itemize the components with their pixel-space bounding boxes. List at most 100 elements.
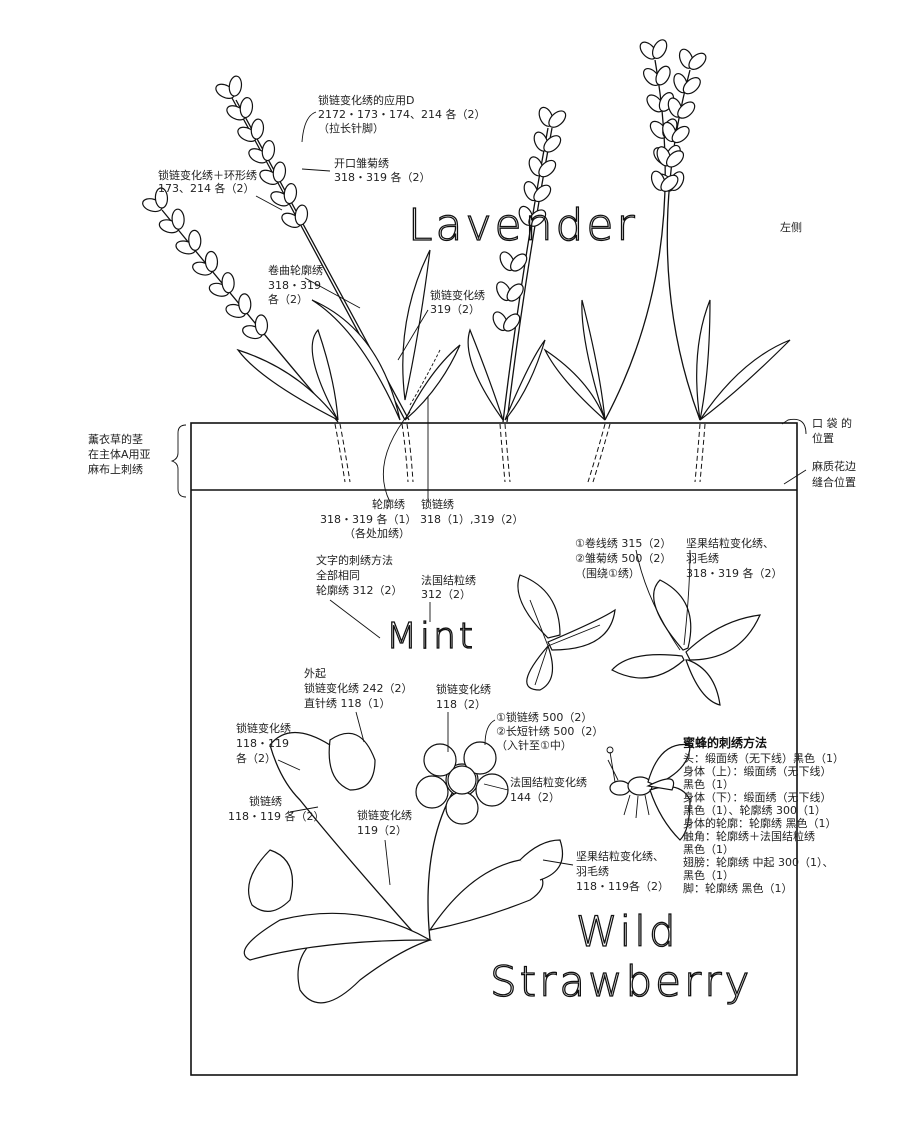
label-line: 各（2） [268,292,308,306]
wild-title: Wild [576,907,679,956]
strawberry-plant [243,732,564,1004]
lavender-bud [660,174,679,192]
lavender-bud [238,293,252,315]
lavender-bud [533,184,552,203]
label-line: 173、214 各（2） [158,181,255,195]
pattern-frame [190,422,798,1076]
label-line: 法国结粒绣 [421,573,476,587]
label-line: （拉长针脚） [318,121,384,135]
labels: 锁链变化绣的应用D 2172・173・174、214 各（2） （拉长针脚） 开… [88,93,856,895]
label-line: 锁链变化绣 [357,808,412,822]
label-line: 轮廓绣 312（2） [316,583,403,597]
label-line: 文字的刺绣方法 [316,553,393,567]
lavender-bud [510,253,528,272]
label-line: 312（2） [421,588,471,601]
label-line: 坚果结粒变化绣、 [576,849,664,863]
lavender-leader-lines [255,111,429,503]
lavender-title: Lavender [408,200,638,251]
lavender-bud [677,101,696,119]
label-line: 口 袋 的 [812,416,852,430]
label-line: 319（2） [430,303,480,316]
label-line: （各处加绣） [344,526,410,540]
label-line: 锁链变化绣 [430,288,485,302]
label-line: 在主体A用亚 [88,447,151,461]
bee-instruction-line: 身体的轮廓：轮廓绣 黑色（1） [683,816,837,830]
mint-leader-line [329,599,381,639]
lavender-bud [250,118,265,140]
label-line: 轮廓绣 [372,497,405,511]
label-line: 119（2） [357,824,407,837]
lavender-bud [171,208,185,230]
lavender-bud [261,140,276,162]
lavender-bud [254,314,269,336]
label-line: 麻布上刺绣 [88,462,143,476]
lavender-bud [294,204,309,226]
bee-instruction-line: 头：缎面绣（无下线）黑色（1） [683,751,844,765]
bee-instruction-line: 黑色（1） [683,842,734,856]
label-line: 318・319 [268,279,321,292]
label-line: 羽毛绣 [576,865,609,878]
mint-leaves [517,549,761,706]
label-line: 锁链变化绣 [236,721,291,735]
bee-instruction-line: 黑色（1） [683,777,734,791]
bee-instruction-line: 黑色（1） [683,868,734,882]
label-line: ①卷线绣 315（2） [575,536,671,550]
lavender-bud [154,187,169,209]
label-line: （入针至①中） [496,738,572,752]
lavender-bud [655,65,671,86]
lavender-bud [204,250,219,273]
label-line: 118・119各（2） [576,879,669,893]
brace-icon [170,424,187,498]
label-line: 锁链变化绣的应用D [318,93,414,107]
lavender-bud [506,283,524,302]
label-line: 318・319 各（1） [320,512,417,526]
bee-instruction-line: 身体（下）：缎面绣（无下线） [683,790,832,804]
label-line: 2172・173・174、214 各（2） [318,107,485,121]
lavender-bud [688,52,707,70]
lavender-bud [682,77,701,95]
lavender-bud [651,39,668,60]
bee-instruction-line: 身体（上）：缎面绣（无下线） [683,764,832,778]
label-line: ①锁链绣 500（2） [496,710,592,724]
lavender-bud [239,97,254,119]
lavender-bud [188,229,202,251]
label-line: 卷曲轮廓绣 [268,263,323,277]
bee-instruction-line: 黑色（1）、轮廓绣 300（1） [683,803,826,817]
lavender-bud [528,209,547,227]
pocket-arrow [781,418,807,435]
label-line: 缝合位置 [812,475,856,489]
bee-instructions: 头：缎面绣（无下线）黑色（1）身体（上）：缎面绣（无下线）黑色（1）身体（下）：… [683,751,844,895]
mint-title: Mint [386,616,476,657]
lavender-bud [548,110,567,128]
lavender-bud [671,125,690,144]
lavender-plants [142,39,791,483]
label-line: 薰衣草的茎 [88,432,143,446]
label-line: 羽毛绣 [686,552,719,565]
lavender-bud [543,135,562,153]
label-line: 麻质花边 [812,459,856,473]
label-line: 锁链绣 [421,497,454,511]
label-line: 法国结粒变化绣 [510,775,587,789]
label-line: ②雏菊绣 500（2） [575,552,671,565]
side-note: 左侧 [780,221,802,234]
lavender-bud [228,75,243,97]
label-line: 118（2） [436,698,486,711]
bee-instruction-line: 脚：轮廓绣 黑色（1） [683,881,793,895]
label-line: 118・119 各（2） [228,809,325,823]
label-line: 144（2） [510,791,560,804]
label-line: 318（1）,319（2） [420,513,524,526]
strawberry-leader-lines [277,711,574,886]
label-line: （围绕①绣） [575,567,640,580]
label-line: 各（2） [236,751,276,765]
lavender-bud [283,183,298,205]
lavender-bud [272,161,287,183]
label-line: 坚果结粒变化绣、 [686,536,774,550]
label-line: 外起 [304,667,326,680]
label-line: 318・319 各（2） [334,170,431,184]
label-line: 直针绣 118（1） [304,696,391,710]
lavender-bud [503,313,521,332]
label-line: 锁链变化绣 [436,682,491,696]
bee-instructions-title: 蜜蜂的刺绣方法 [683,735,767,750]
label-line: 位置 [812,431,834,445]
